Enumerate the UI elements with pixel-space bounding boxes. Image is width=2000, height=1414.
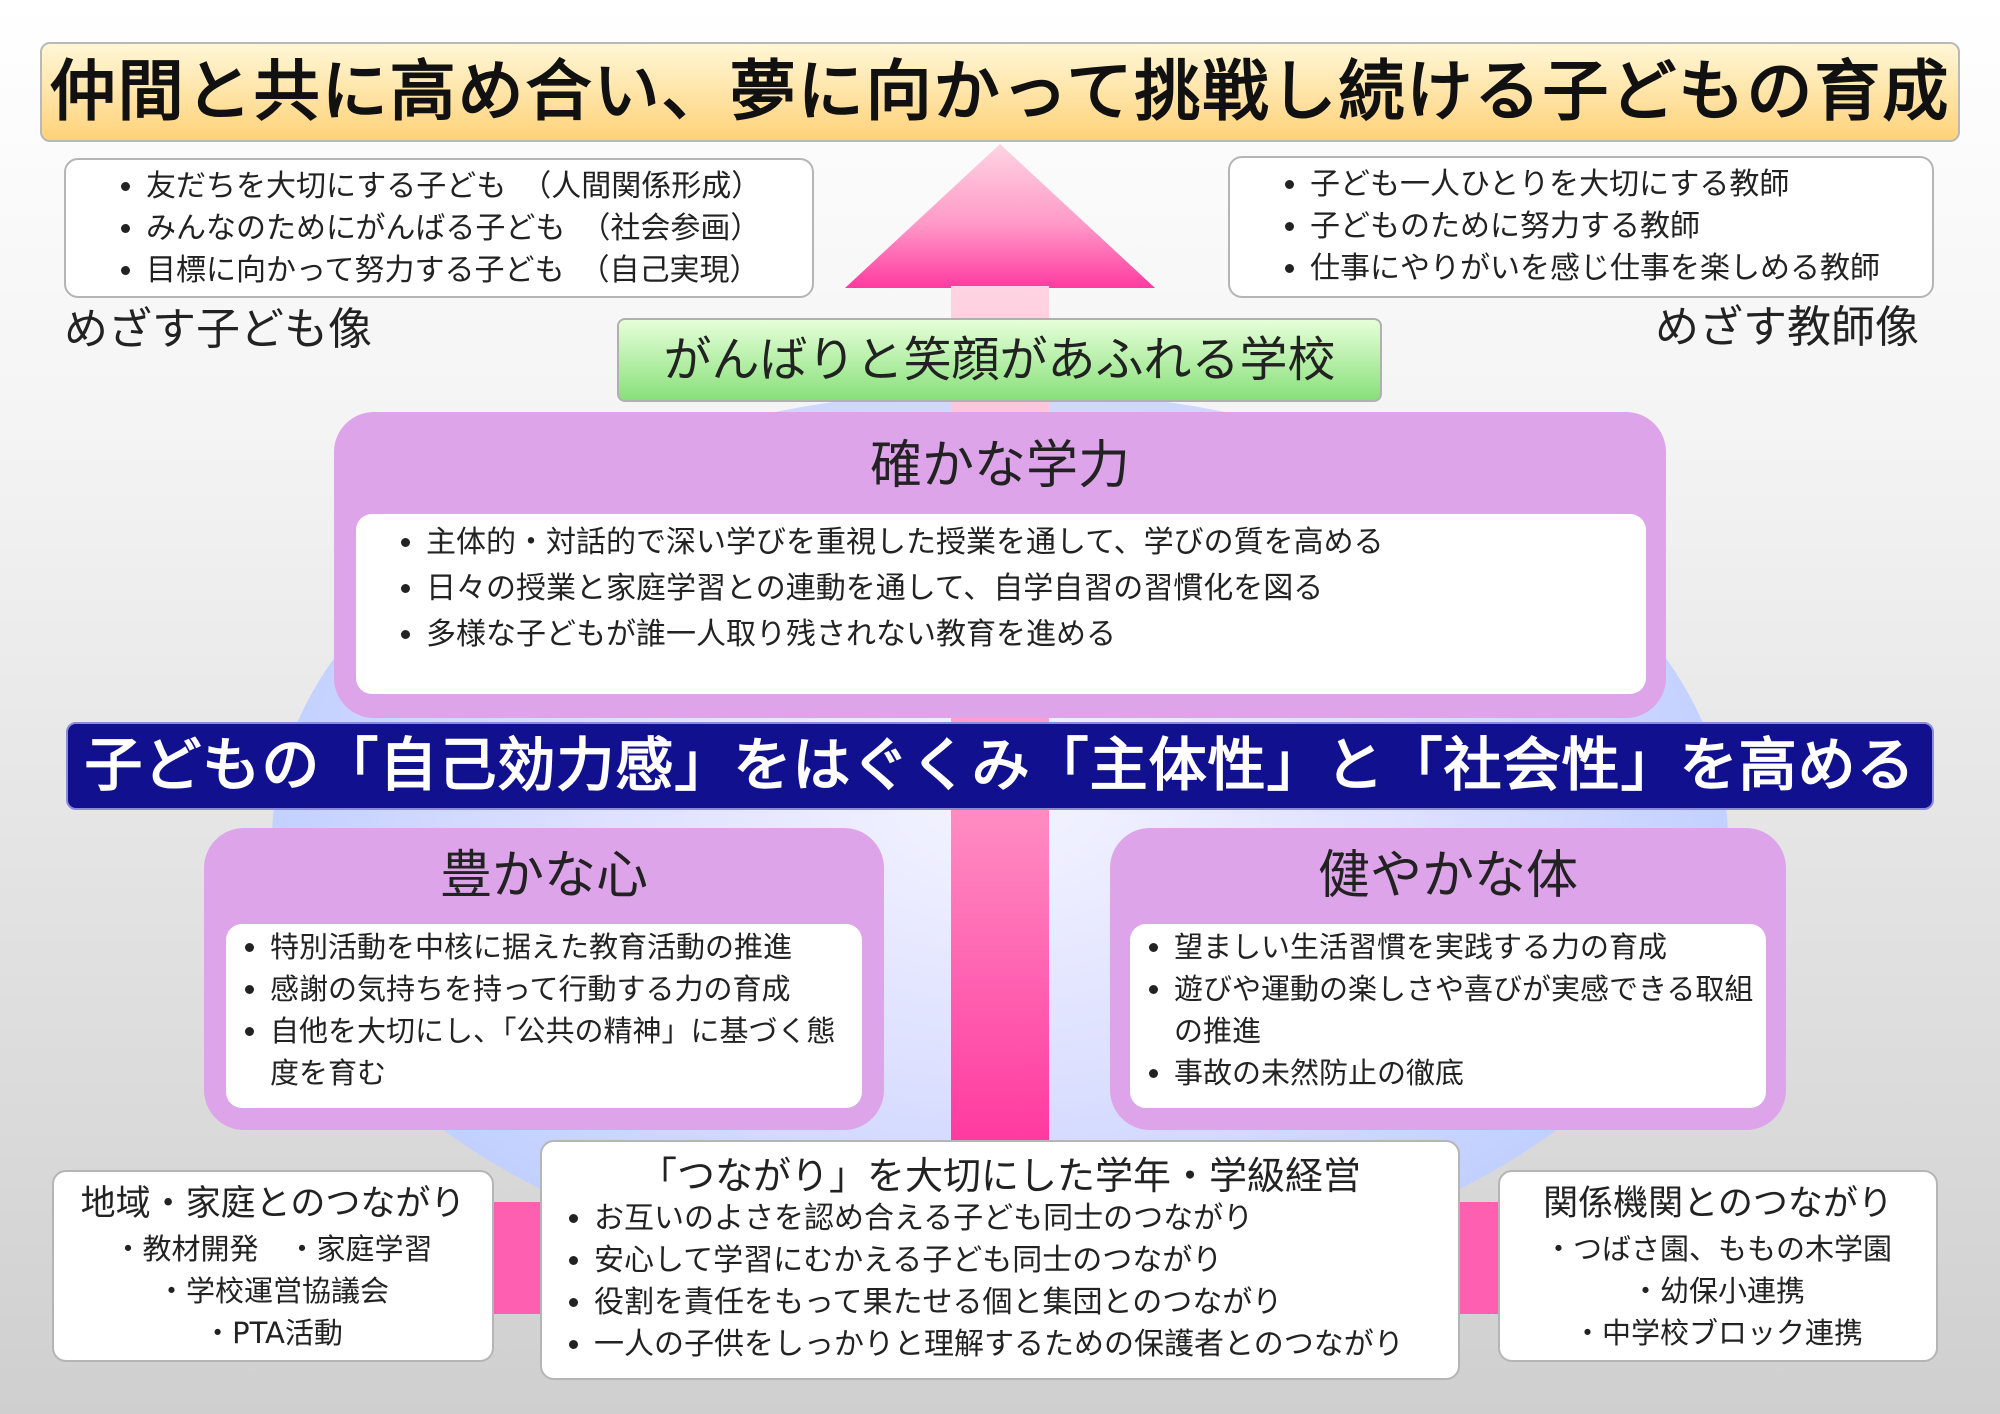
heart-item: 特別活動を中核に据えた教育活動の推進 bbox=[270, 926, 856, 968]
teacher-image-box: 子ども一人ひとりを大切にする教師 子どものために努力する教師 仕事にやりがいを感… bbox=[1228, 156, 1934, 298]
arrow-head bbox=[845, 144, 1155, 288]
heart-heading: 豊かな心 bbox=[439, 846, 648, 906]
community-box: 地域・家庭とのつながり ・教材開発 ・家庭学習 ・学校運営協議会 ・PTA活動 bbox=[52, 1170, 494, 1362]
community-heading: 地域・家庭とのつながり bbox=[80, 1184, 466, 1224]
school-vision: がんばりと笑顔があふれる学校 bbox=[617, 318, 1382, 402]
body-item: 望ましい生活習慣を実践する力の育成 bbox=[1174, 926, 1760, 968]
core-banner: 子どもの「自己効力感」をはぐくみ「主体性」と「社会性」を高める bbox=[66, 722, 1934, 810]
child-image-label: めざす子ども像 bbox=[64, 304, 372, 355]
teacher-image-item: 仕事にやりがいを感じ仕事を楽しめる教師 bbox=[1310, 248, 1932, 290]
child-image-item: 友だちを大切にする子ども （人間関係形成） bbox=[146, 166, 812, 208]
academic-item: 主体的・対話的で深い学びを重視した授業を通して、学びの質を高める bbox=[426, 520, 1646, 566]
agencies-line: ・中学校ブロック連携 bbox=[1572, 1316, 1863, 1350]
body-heading: 健やかな体 bbox=[1317, 846, 1578, 906]
heart-pillar: 豊かな心 特別活動を中核に据えた教育活動の推進 感謝の気持ちを持って行動する力の… bbox=[204, 828, 884, 1130]
connections-item: お互いのよさを認め合える子ども同士のつながり bbox=[594, 1198, 1448, 1240]
body-item: 事故の未然防止の徹底 bbox=[1174, 1052, 1760, 1094]
connections-item: 一人の子供をしっかりと理解するための保護者とのつながり bbox=[594, 1324, 1448, 1366]
community-line: ・教材開発 ・家庭学習 bbox=[113, 1232, 433, 1266]
heart-item: 感謝の気持ちを持って行動する力の育成 bbox=[270, 968, 856, 1010]
right-connector bbox=[1458, 1202, 1500, 1314]
academic-item: 日々の授業と家庭学習との連動を通して、自学自習の習慣化を図る bbox=[426, 566, 1646, 612]
body-list-box: 望ましい生活習慣を実践する力の育成 遊びや運動の楽しさや喜びが実感できる取組の推… bbox=[1130, 924, 1766, 1108]
child-image-box: 友だちを大切にする子ども （人間関係形成） みんなのためにがんばる子ども （社会… bbox=[64, 158, 814, 298]
child-image-item: 目標に向かって努力する子ども （自己実現） bbox=[146, 250, 812, 292]
teacher-image-item: 子ども一人ひとりを大切にする教師 bbox=[1310, 164, 1932, 206]
page-title: 仲間と共に高め合い、夢に向かって挑戦し続ける子どもの育成 bbox=[40, 42, 1960, 142]
community-line: ・PTA活動 bbox=[203, 1316, 343, 1350]
agencies-line: ・つばさ園、ももの木学園 bbox=[1543, 1232, 1892, 1266]
agencies-box: 関係機関とのつながり ・つばさ園、ももの木学園 ・幼保小連携 ・中学校ブロック連… bbox=[1498, 1170, 1938, 1362]
academic-list-box: 主体的・対話的で深い学びを重視した授業を通して、学びの質を高める 日々の授業と家… bbox=[356, 514, 1646, 694]
left-connector bbox=[494, 1202, 542, 1314]
agencies-heading: 関係機関とのつながり bbox=[1543, 1184, 1893, 1224]
body-item: 遊びや運動の楽しさや喜びが実感できる取組の推進 bbox=[1174, 968, 1760, 1052]
connections-heading: 「つながり」を大切にした学年・学級経営 bbox=[638, 1154, 1361, 1198]
body-pillar: 健やかな体 望ましい生活習慣を実践する力の育成 遊びや運動の楽しさや喜びが実感で… bbox=[1110, 828, 1786, 1130]
academic-pillar: 確かな学力 主体的・対話的で深い学びを重視した授業を通して、学びの質を高める 日… bbox=[334, 412, 1666, 718]
heart-item: 自他を大切にし、「公共の精神」に基づく態度を育む bbox=[270, 1010, 856, 1094]
heart-list-box: 特別活動を中核に据えた教育活動の推進 感謝の気持ちを持って行動する力の育成 自他… bbox=[226, 924, 862, 1108]
connections-box: 「つながり」を大切にした学年・学級経営 お互いのよさを認め合える子ども同士のつな… bbox=[540, 1140, 1460, 1380]
teacher-image-item: 子どものために努力する教師 bbox=[1310, 206, 1932, 248]
connections-item: 安心して学習にむかえる子ども同士のつながり bbox=[594, 1240, 1448, 1282]
agencies-line: ・幼保小連携 bbox=[1630, 1274, 1805, 1308]
community-line: ・学校運営協議会 bbox=[156, 1274, 389, 1308]
academic-heading: 確かな学力 bbox=[869, 436, 1130, 496]
teacher-image-label: めざす教師像 bbox=[1655, 302, 1919, 353]
child-image-item: みんなのためにがんばる子ども （社会参画） bbox=[146, 208, 812, 250]
academic-item: 多様な子どもが誰一人取り残されない教育を進める bbox=[426, 612, 1646, 658]
connections-item: 役割を責任をもって果たせる個と集団とのつながり bbox=[594, 1282, 1448, 1324]
